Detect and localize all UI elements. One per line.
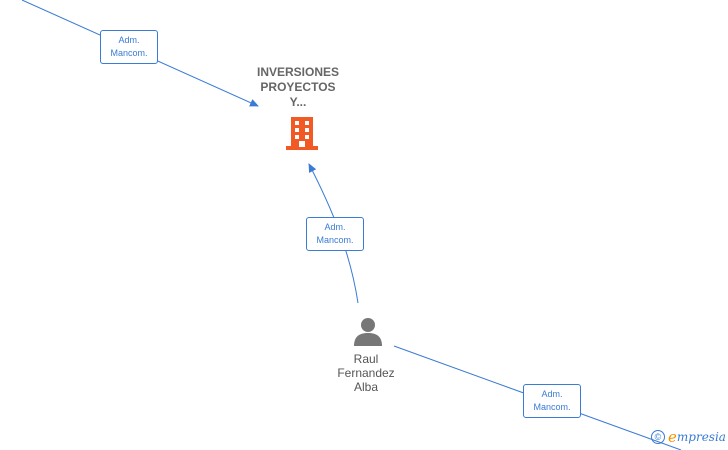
person-name-line: Alba [353, 380, 379, 394]
edge-label-role: Adm. [324, 222, 346, 232]
edge-label-top[interactable]: Adm. Mancom. [100, 30, 158, 64]
person-node-name[interactable]: Raul Fernandez Alba [320, 352, 412, 394]
edge-label-role: Adm. [118, 35, 140, 45]
edge-label-middle[interactable]: Adm. Mancom. [306, 217, 364, 251]
brand-logo-initial: e [668, 428, 677, 446]
edge-label-role-type: Mancom. [110, 48, 148, 58]
copyright-icon: © [651, 430, 665, 444]
person-icon[interactable] [353, 317, 383, 347]
edge-label-role-type: Mancom. [533, 402, 571, 412]
company-node-name[interactable]: INVERSIONES PROYECTOS Y... [232, 65, 364, 110]
brand-logo-text: mpresia [676, 430, 726, 444]
building-icon[interactable] [286, 116, 318, 152]
edge-label-role: Adm. [541, 389, 563, 399]
empresia-watermark: ©empresia [651, 428, 726, 448]
edge-label-role-type: Mancom. [316, 235, 354, 245]
person-name-line: Raul [353, 352, 379, 366]
company-name-line: PROYECTOS [260, 80, 336, 94]
company-name-line: Y... [289, 95, 307, 109]
company-name-line: INVERSIONES [256, 65, 340, 79]
person-name-line: Fernandez [337, 366, 395, 380]
edge-label-bottom-right[interactable]: Adm. Mancom. [523, 384, 581, 418]
